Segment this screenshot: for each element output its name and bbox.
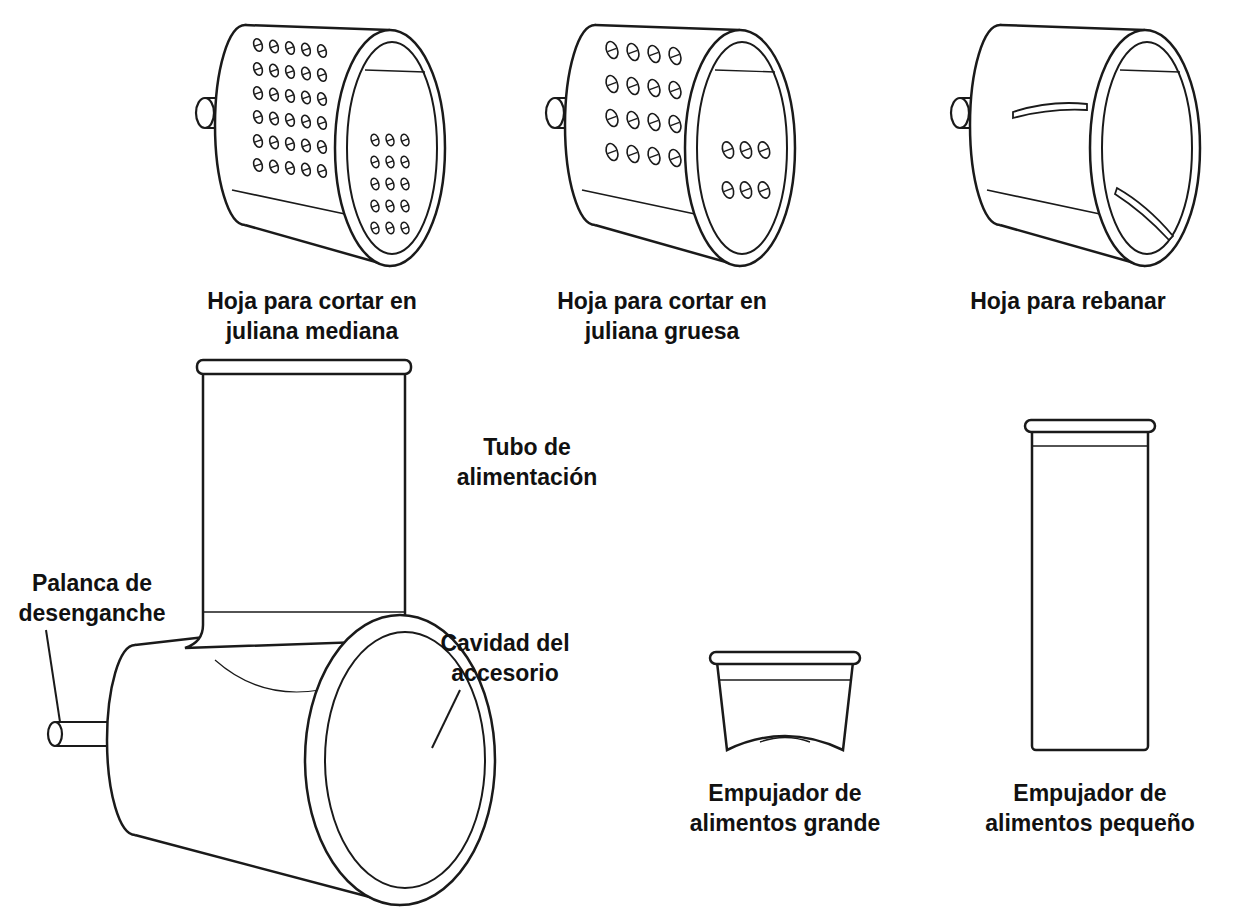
blade-hole xyxy=(300,90,312,105)
blade-hole xyxy=(720,180,736,199)
blade-hole xyxy=(604,74,620,94)
blade-hole xyxy=(604,142,620,162)
leader-line xyxy=(46,630,60,722)
blade-hole xyxy=(252,158,264,173)
blade-hole xyxy=(385,133,396,146)
blade-hole xyxy=(400,199,411,212)
blade-hole xyxy=(604,40,620,60)
blade-hole xyxy=(625,144,641,164)
blade-hole xyxy=(370,221,381,234)
blade-hole xyxy=(252,134,264,149)
blade-hole xyxy=(268,111,280,126)
blade-hole xyxy=(667,148,683,168)
blade-hole xyxy=(284,137,296,152)
blade-hole xyxy=(284,41,296,56)
blade-hole xyxy=(385,221,396,234)
blade-hole xyxy=(370,199,381,212)
blade-hole xyxy=(316,116,328,131)
blade-hole xyxy=(284,89,296,104)
blade-hole xyxy=(625,110,641,130)
blade-hole xyxy=(400,177,411,190)
blade-hole xyxy=(625,42,641,62)
blade-drum xyxy=(196,25,445,266)
blade-hole xyxy=(316,140,328,155)
blade-hole xyxy=(316,92,328,107)
blade-hole xyxy=(370,133,381,146)
blade-hole xyxy=(252,110,264,125)
blade-hole xyxy=(667,114,683,134)
blade-hole xyxy=(268,63,280,78)
part-label: Hoja para rebanar xyxy=(868,286,1240,316)
blade-hole xyxy=(646,146,662,166)
blade-hole xyxy=(300,162,312,177)
blade-hole xyxy=(300,66,312,81)
part-label: Empujador de alimentos pequeño xyxy=(968,778,1213,838)
blade-hole xyxy=(316,68,328,83)
blade-hole xyxy=(370,155,381,168)
blade-hole xyxy=(646,112,662,132)
blade-hole xyxy=(268,87,280,102)
housing xyxy=(48,360,495,905)
blade-hole xyxy=(300,42,312,57)
blade-hole xyxy=(284,65,296,80)
large-pusher xyxy=(710,652,860,750)
blade-hole xyxy=(300,138,312,153)
blade-hole xyxy=(756,140,772,159)
blade-hole xyxy=(756,180,772,199)
blade-hole xyxy=(252,62,264,77)
blade-hole xyxy=(268,135,280,150)
leader-line xyxy=(432,690,460,748)
blade-hole xyxy=(646,44,662,64)
blade-hole xyxy=(316,44,328,59)
blade-hole xyxy=(284,113,296,128)
blade-hole xyxy=(738,180,754,199)
blade-hole xyxy=(720,140,736,159)
blade-hole xyxy=(284,161,296,176)
blade-hole xyxy=(667,46,683,66)
blade-hole xyxy=(400,221,411,234)
blade-hole xyxy=(400,133,411,146)
blade-hole xyxy=(300,114,312,129)
blade-hole xyxy=(604,108,620,128)
blade-hole xyxy=(400,155,411,168)
blade-hole xyxy=(385,199,396,212)
blade-drum xyxy=(546,25,795,266)
blade-hole xyxy=(385,177,396,190)
blade-hole xyxy=(646,78,662,98)
part-label: Tubo de alimentación xyxy=(440,432,615,492)
blade-hole xyxy=(667,80,683,100)
blade-hole xyxy=(385,155,396,168)
small-pusher xyxy=(1025,420,1155,750)
blade-hole xyxy=(268,39,280,54)
blade-hole xyxy=(268,159,280,174)
blade-hole xyxy=(370,177,381,190)
part-label: Hoja para cortar en juliana mediana xyxy=(175,286,450,346)
blade-hole xyxy=(316,164,328,179)
part-label: Cavidad del accesorio xyxy=(425,628,585,688)
blade-hole xyxy=(252,86,264,101)
part-label: Palanca de desenganche xyxy=(7,568,177,628)
blade-hole xyxy=(738,140,754,159)
part-label: Hoja para cortar en juliana gruesa xyxy=(548,286,776,346)
blade-drum xyxy=(951,25,1200,266)
blade-hole xyxy=(625,76,641,96)
blade-hole xyxy=(252,38,264,53)
part-label: Empujador de alimentos grande xyxy=(668,778,903,838)
